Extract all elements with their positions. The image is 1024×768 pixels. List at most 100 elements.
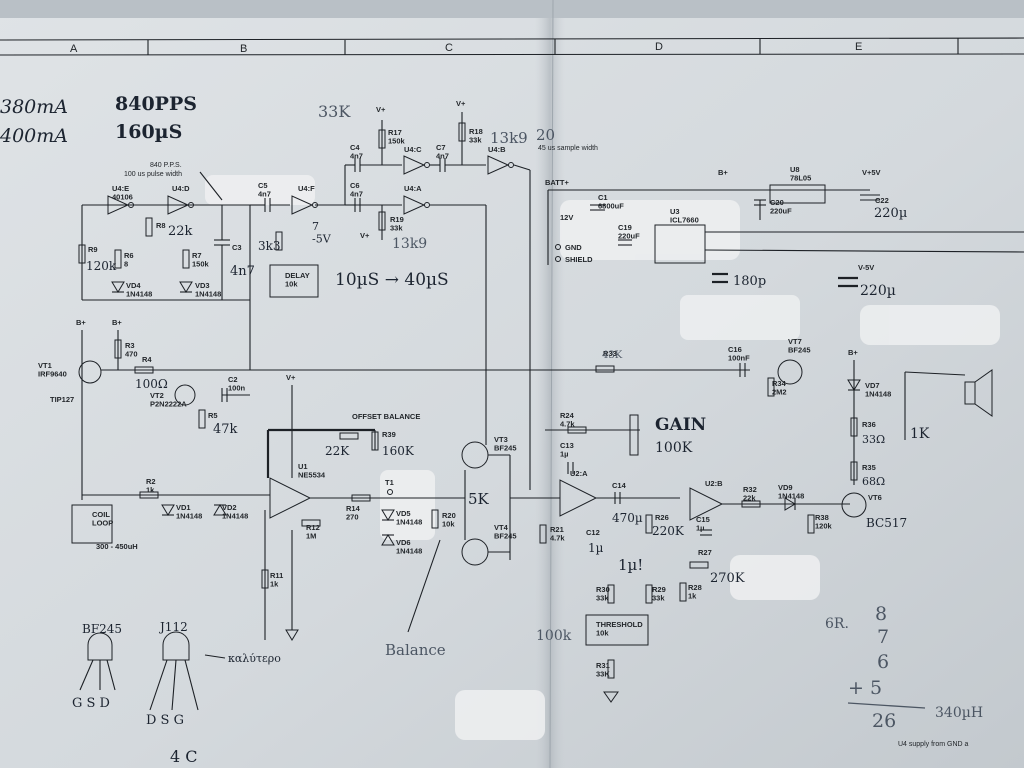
r4-label: R4 — [142, 355, 152, 364]
handwritten-sum: 6R. 8 7 6 + 5 26 340µH U4 supply from GN… — [825, 603, 983, 748]
grid-column-header: A B C D E — [0, 37, 1024, 56]
r17-vplus: V+ — [376, 105, 386, 114]
c3-value-note: 4n7 — [230, 264, 255, 279]
j112-pinout-title: J112 — [158, 620, 188, 634]
r19-value-note: 13k9 — [392, 236, 427, 252]
note-1u: 1µ! — [618, 556, 643, 574]
jfet-note: καλύτερο — [228, 652, 281, 665]
grid-col-e: E — [855, 41, 862, 53]
offset-balance-label: OFFSET BALANCE — [352, 412, 420, 421]
sum-item-1: 8 — [875, 603, 887, 625]
c3-label: C3 — [232, 243, 242, 252]
c14-value-note: 470µ — [612, 511, 643, 525]
u4f-note: 7-5V — [312, 220, 332, 246]
u8-bplus: B+ — [718, 168, 728, 177]
r35-value-note: 68Ω — [862, 475, 885, 488]
supply-footnote: U4 supply from GND a — [898, 741, 969, 748]
b-plus-2: B+ — [112, 318, 122, 327]
r36-value-note: 33Ω — [862, 433, 885, 446]
sum-header: 6R. — [825, 616, 849, 632]
c12-label: C12 — [586, 528, 600, 537]
r5-value-note: 47k — [213, 422, 238, 437]
t1-label: T1 — [385, 478, 394, 487]
balance-arrow-label: Balance — [385, 641, 446, 659]
fold-line — [549, 0, 554, 768]
sum-item-2: 7 — [877, 626, 889, 648]
note-pulse: 160µS — [115, 121, 182, 143]
vt1-alt-label: TIP127 — [50, 395, 74, 404]
batt-label: BATT+ — [545, 178, 569, 187]
u4a-label: U4:A — [404, 184, 422, 193]
r18-value-note: 13k9 — [490, 129, 528, 147]
c21-value-note: 220µ — [860, 283, 896, 299]
r5-label: R5 — [208, 411, 218, 420]
vd7-bplus: B+ — [848, 348, 858, 357]
u2a-label: U2:A — [570, 469, 588, 478]
bf245-pinout-title: BF245 — [82, 622, 122, 636]
note-pps: 840PPS — [115, 93, 197, 115]
note-current-2: 400mA — [0, 125, 68, 147]
gnd-label: GND — [565, 243, 582, 252]
top-edge-shadow — [0, 0, 1024, 18]
grid-col-a: A — [70, 43, 78, 55]
r36-label: R36 — [862, 420, 876, 429]
r26-value-note: 220K — [652, 524, 685, 538]
r27-label: R27 — [698, 548, 712, 557]
v5p-label: V+5V — [862, 168, 881, 177]
b-plus-1: B+ — [76, 318, 86, 327]
r26-label: R26 — [655, 513, 669, 522]
sum-note: 340µH — [935, 705, 983, 721]
u2b-label: U2:B — [705, 479, 723, 488]
r18-vplus: V+ — [456, 99, 466, 108]
sample-width-note: 45 us sample width — [538, 145, 598, 152]
sum-item-4: + 5 — [848, 677, 882, 699]
c22-label: C22 — [875, 196, 889, 205]
r8-value-note: 22k — [168, 224, 193, 239]
jfet-pinouts: BF245 G S D J112 D S G καλύτερο 4 C — [72, 620, 281, 766]
r4-value-note: 100Ω — [135, 377, 168, 391]
label-pps-note: 840 P.P.S. — [150, 162, 182, 169]
speaker-pot-note: 1K — [910, 426, 930, 442]
r6-value-note: 3k3 — [258, 239, 281, 253]
gain-pot-note: 100K — [655, 440, 693, 456]
threshold-value-note: 100k — [536, 628, 572, 644]
r19-vplus: V+ — [360, 231, 370, 240]
r27-value-note: 270K — [710, 571, 745, 586]
r9-value-note: 120k — [86, 259, 117, 273]
